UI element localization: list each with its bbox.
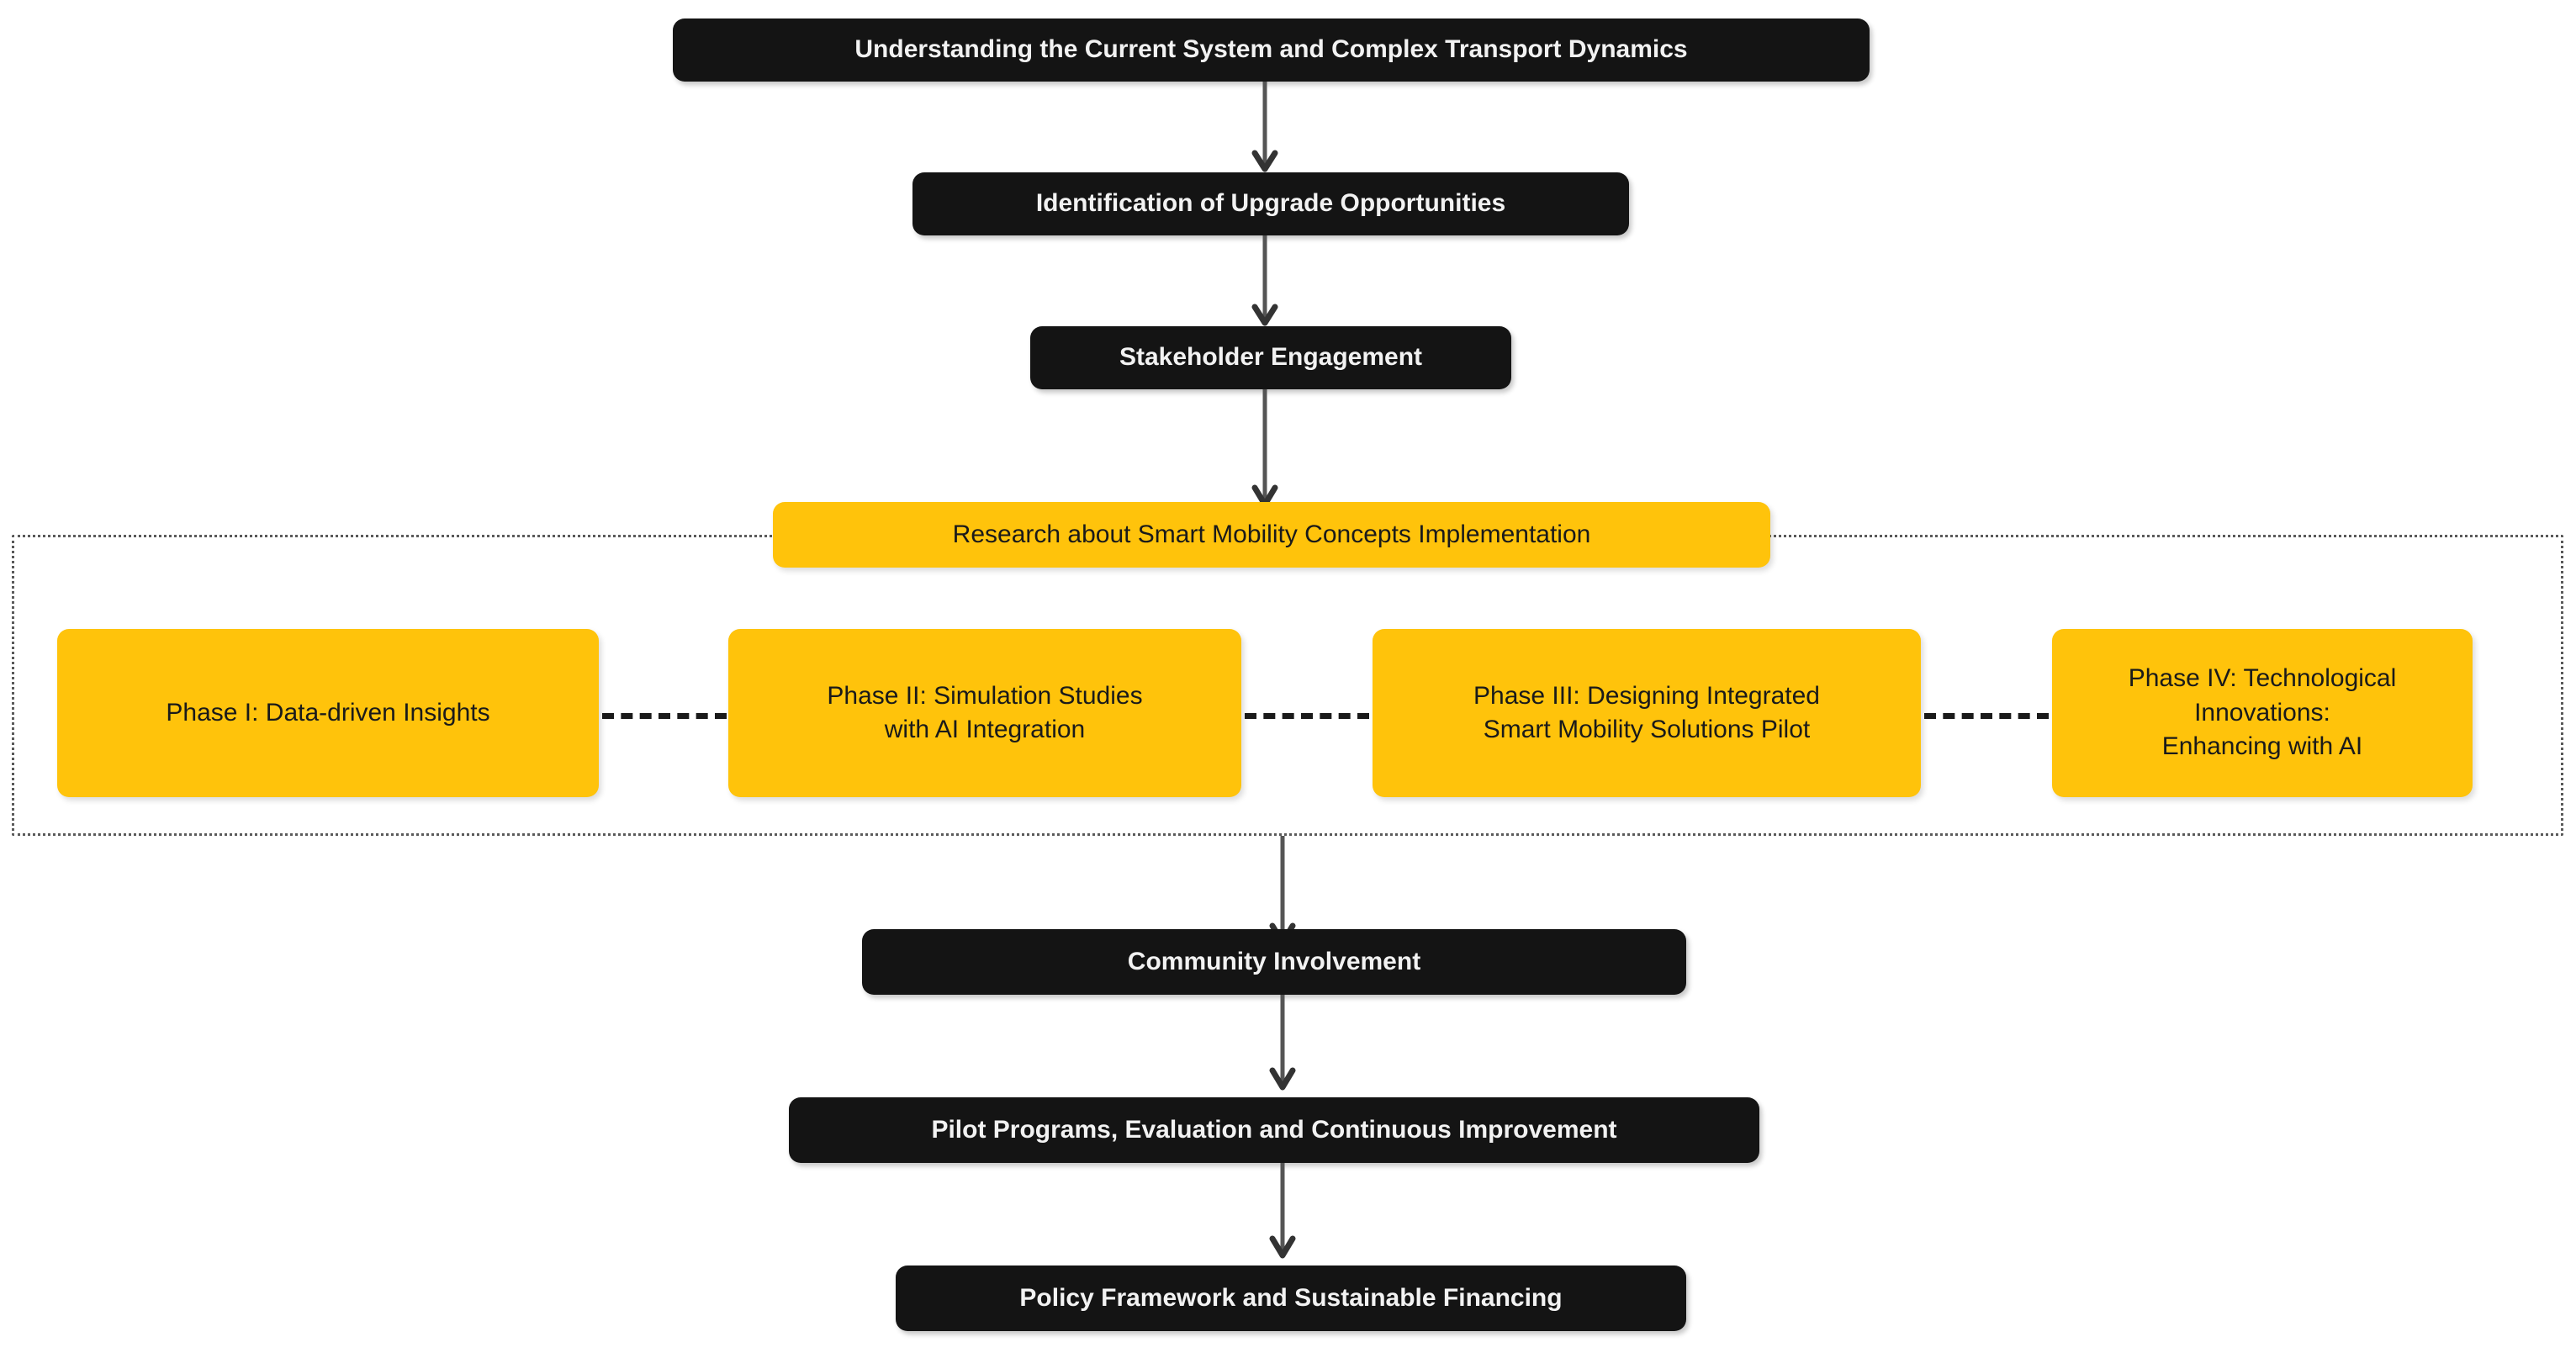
node-phase-3-designing-integrated-pilot[interactable]: Phase III: Designing Integrated Smart Mo… — [1373, 629, 1921, 797]
node-identification-upgrade-opportunities[interactable]: Identification of Upgrade Opportunities — [912, 172, 1629, 235]
node-research-smart-mobility-concepts[interactable]: Research about Smart Mobility Concepts I… — [773, 502, 1770, 568]
node-policy-framework-sustainable-financing[interactable]: Policy Framework and Sustainable Financi… — [896, 1266, 1686, 1331]
connector-identification-to-stakeholder — [1251, 235, 1278, 326]
connector-pilot-to-policy — [1269, 1163, 1296, 1259]
connector-stakeholder-to-research — [1251, 389, 1278, 508]
node-phase-2-simulation-studies[interactable]: Phase II: Simulation Studies with AI Int… — [728, 629, 1241, 797]
node-community-involvement[interactable]: Community Involvement — [862, 929, 1686, 995]
connector-understanding-to-identification — [1251, 82, 1278, 172]
dashed-link-phase1-phase2 — [602, 713, 727, 719]
node-stakeholder-engagement[interactable]: Stakeholder Engagement — [1030, 326, 1511, 389]
connector-community-to-pilot — [1269, 995, 1296, 1091]
node-phase-4-technological-innovations[interactable]: Phase IV: Technological Innovations: Enh… — [2052, 629, 2473, 797]
dashed-link-phase2-phase3 — [1245, 713, 1369, 719]
node-phase-1-data-driven-insights[interactable]: Phase I: Data-driven Insights — [57, 629, 599, 797]
node-pilot-programs-evaluation[interactable]: Pilot Programs, Evaluation and Continuou… — [789, 1097, 1759, 1163]
dashed-link-phase3-phase4 — [1924, 713, 2049, 719]
node-understanding-current-system[interactable]: Understanding the Current System and Com… — [673, 18, 1870, 82]
